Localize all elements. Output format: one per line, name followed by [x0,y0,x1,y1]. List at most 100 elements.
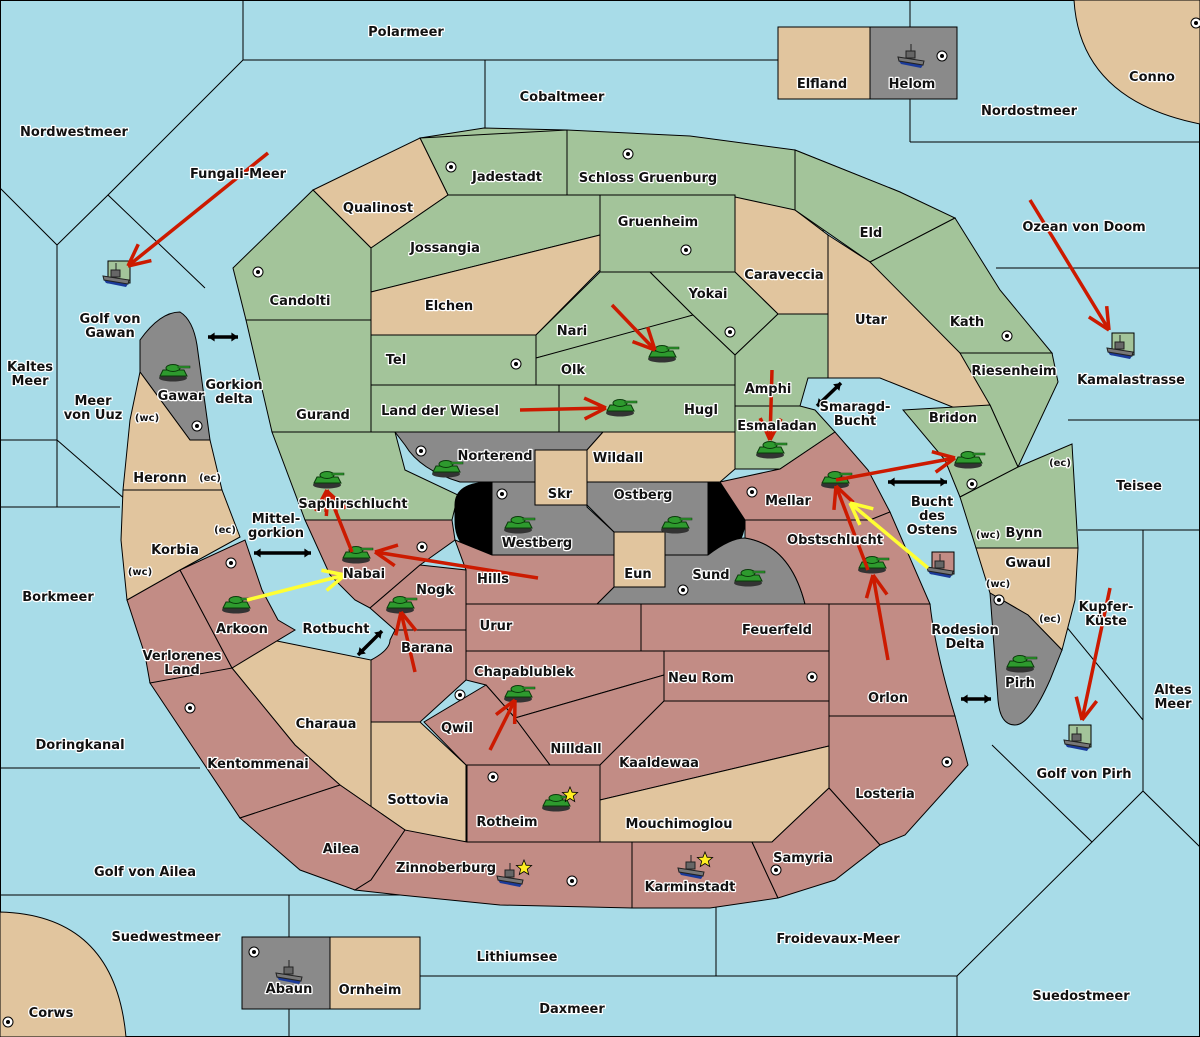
territory-skr[interactable] [534,449,588,506]
army-unit[interactable] [386,596,418,614]
ship-icon [677,855,705,879]
territory-elfland[interactable] [777,26,871,100]
army-unit[interactable] [1006,655,1038,673]
territory-feuerfeld[interactable] [640,603,830,652]
army-unit[interactable] [756,441,788,459]
territory-riesenheim[interactable] [959,352,1059,469]
army-unit[interactable] [858,556,890,574]
units [102,44,1135,984]
territory-conno[interactable] [1073,0,1200,125]
label-smaragd-bucht: Smaragd-Bucht [820,400,891,429]
fleet-unit[interactable] [677,850,714,879]
territory-bynn[interactable] [959,443,1079,549]
move-order-arrow [374,543,539,580]
move-order-arrow [758,369,783,441]
army-unit[interactable] [504,685,536,703]
fleet-unit[interactable] [275,960,303,984]
label-qwil: Qwil [441,721,473,736]
label-riesenheim: Riesenheim [971,364,1056,379]
territory-kath[interactable] [869,217,1054,354]
label-bridon: Bridon [929,411,977,426]
territory-ornheim[interactable] [329,936,421,1010]
supply-center-icon [966,478,978,490]
army-unit[interactable] [504,516,536,534]
tank-icon [432,460,464,478]
territory-tel[interactable] [370,334,537,386]
army-unit[interactable] [661,516,693,534]
move-order-arrow [394,610,418,673]
army-unit[interactable] [606,399,638,417]
label-kupfer-k-ste: Kupfer-Küste [1079,600,1134,629]
label-olk: Olk [561,363,586,378]
territory-elchen[interactable] [370,234,601,336]
support-order-arrow [246,568,347,602]
supply-center-icon [746,486,758,498]
territory-corws[interactable] [0,911,127,1037]
label-kath: Kath [950,315,984,330]
supply-center-icon [993,594,1005,606]
tank-icon [386,596,418,614]
ship-icon [275,960,303,984]
army-unit[interactable] [313,471,345,489]
territory-barana[interactable] [370,629,467,723]
tank-icon [159,364,191,382]
fleet-unit[interactable] [897,44,925,68]
territory-helom[interactable] [869,26,958,100]
army-unit[interactable] [542,785,579,812]
connection-arrow-icon [815,381,843,408]
territory-samyria[interactable] [751,787,881,899]
army-unit[interactable] [159,364,191,382]
supply-center-icon [416,541,428,553]
tank-icon [504,516,536,534]
move-order-arrow [832,484,870,571]
territory-korbia[interactable] [120,489,241,601]
fleet-unit[interactable] [926,551,955,578]
territory-rotheim[interactable] [466,764,601,843]
army-unit[interactable] [954,451,986,469]
fleet-unit[interactable] [102,260,131,287]
territory-eun[interactable] [613,531,666,588]
label-qualinost: Qualinost [343,201,413,216]
label-daxmeer: Daxmeer [539,1002,605,1017]
label-chapablublek: Chapablublek [474,665,574,680]
territory-urur[interactable] [465,603,642,652]
label-eun: Eun [624,567,651,582]
territory-gruenheim[interactable] [599,194,736,273]
tank-icon [504,685,536,703]
tank-icon [606,399,638,417]
fleet-unit[interactable] [1106,332,1135,359]
label-bynn: Bynn [1006,526,1043,541]
coast-marker: (ec) [199,473,221,484]
fleet-unit[interactable] [496,858,533,887]
label-urur: Urur [480,619,513,634]
territory-labels: PolarmeerCobaltmeerNordwestmeerFungali-M… [6,24,1194,1023]
label-obstschlucht: Obstschlucht [787,533,883,548]
label-nilldall: Nilldall [550,742,601,757]
label-gruenheim: Gruenheim [618,215,698,230]
territory-neu-rom[interactable] [663,650,830,702]
territory-kentommenai[interactable] [149,667,341,819]
fleet-unit[interactable] [1063,724,1092,751]
label-ornheim: Ornheim [339,983,402,998]
connection-arrow-icon [208,332,238,342]
connection-arrow-icon [356,629,384,657]
move-order-arrow [126,151,270,268]
label-gawar: Gawar [158,389,205,404]
label-charaua: Charaua [296,717,357,732]
label-borkmeer: Borkmeer [22,590,94,605]
army-unit[interactable] [648,345,680,363]
supply-center-icon [941,756,953,768]
connection-arrow-icon [888,477,947,487]
territory-karminstadt[interactable] [631,841,779,909]
supply-center-icon [724,326,736,338]
army-unit[interactable] [432,460,464,478]
label-gwaul: Gwaul [1005,556,1050,571]
label-lithiumsee: Lithiumsee [477,950,558,965]
army-unit[interactable] [734,569,766,587]
label-korbia: Korbia [151,543,199,558]
tank-icon [734,569,766,587]
label-utar: Utar [855,313,888,328]
